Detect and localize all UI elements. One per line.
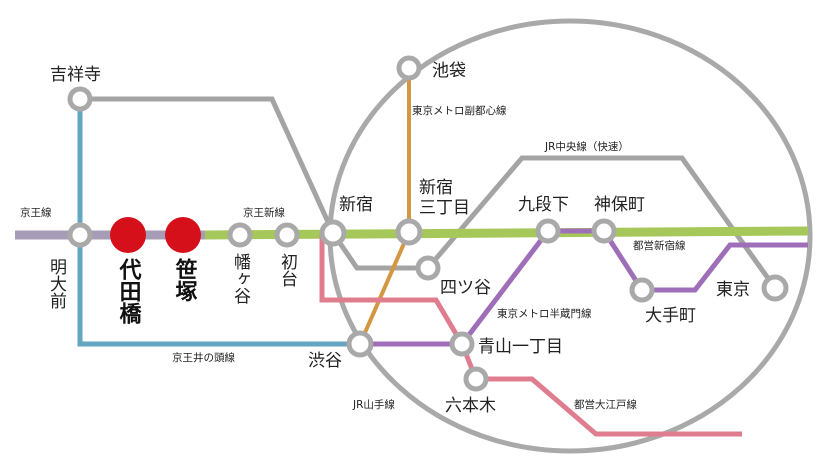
- station-node-shinjuku-sanchome[interactable]: [395, 218, 423, 246]
- jr-chuo-line-west: [80, 96, 336, 235]
- station-label-shibuya: 渋谷: [308, 351, 342, 371]
- station-label-tokyo: 東京: [716, 280, 750, 300]
- keio-new-line: [204, 226, 809, 240]
- line-label-hanzomon: 東京メトロ半蔵門線: [497, 307, 592, 320]
- station-label-roppongi: 六本木: [445, 396, 496, 416]
- oedo-line: [319, 233, 742, 437]
- station-label-otemachi: 大手町: [645, 306, 696, 326]
- inokashira-line: [77, 99, 360, 347]
- station-label-ikebukuro: 池袋: [432, 61, 466, 81]
- line-label-shinjuku: 都営新宿線: [633, 239, 686, 252]
- station-node-otemachi[interactable]: [629, 277, 655, 303]
- station-label-sasazuka: 笹塚: [172, 257, 198, 302]
- station-label-hatsudai: 初台: [277, 253, 298, 287]
- line-label-yamanote: JR山手線: [352, 398, 395, 411]
- station-node-jimbocho[interactable]: [591, 218, 617, 244]
- station-node-meidaimae[interactable]: [67, 222, 93, 248]
- station-node-hatsudai[interactable]: [274, 222, 300, 248]
- jr-chuo-line-east: [330, 155, 778, 290]
- station-node-ikebukuro[interactable]: [396, 55, 422, 81]
- station-node-shinjuku[interactable]: [319, 219, 347, 247]
- station-node-hatagaya[interactable]: [227, 222, 253, 248]
- station-node-aoyama-itchome[interactable]: [449, 331, 475, 357]
- line-label-keio: 京王線: [20, 206, 52, 219]
- station-node-kudanshita[interactable]: [535, 218, 561, 244]
- station-label-shinjuku: 新宿: [339, 195, 373, 215]
- station-label-jimbocho: 神保町: [594, 195, 645, 215]
- line-label-inokashira: 京王井の頭線: [172, 351, 235, 364]
- station-node-daitabashi[interactable]: [110, 217, 146, 253]
- station-label-yotsuya: 四ツ谷: [440, 278, 491, 298]
- station-label-kudanshita: 九段下: [518, 195, 569, 215]
- station-label-daitabashi: 代田橋: [116, 258, 143, 324]
- station-label-shinjuku-sanchome-1: 新宿: [419, 178, 453, 198]
- station-node-kichijoji[interactable]: [67, 86, 93, 112]
- station-node-tokyo[interactable]: [761, 274, 789, 302]
- station-label-meidaimae: 明大前: [46, 258, 67, 310]
- hanzomon-line: [360, 228, 808, 347]
- line-label-chuo: JR中央線（快速）: [544, 140, 629, 153]
- station-node-sasazuka[interactable]: [165, 217, 201, 253]
- line-label-oedo: 都営大江戸線: [574, 398, 637, 411]
- station-label-hatagaya: 幡ヶ谷: [230, 253, 251, 304]
- line-label-fukutoshin: 東京メトロ副都心線: [412, 104, 507, 117]
- station-node-yotsuya[interactable]: [415, 255, 441, 281]
- station-node-shibuya[interactable]: [346, 330, 374, 358]
- station-label-shinjuku-sanchome-2: 三丁目: [419, 198, 470, 218]
- station-node-roppongi[interactable]: [463, 366, 489, 392]
- station-label-aoyama-itchome: 青山一丁目: [478, 337, 563, 357]
- line-label-keio-new: 京王新線: [243, 206, 285, 219]
- station-label-kichijoji: 吉祥寺: [50, 65, 101, 85]
